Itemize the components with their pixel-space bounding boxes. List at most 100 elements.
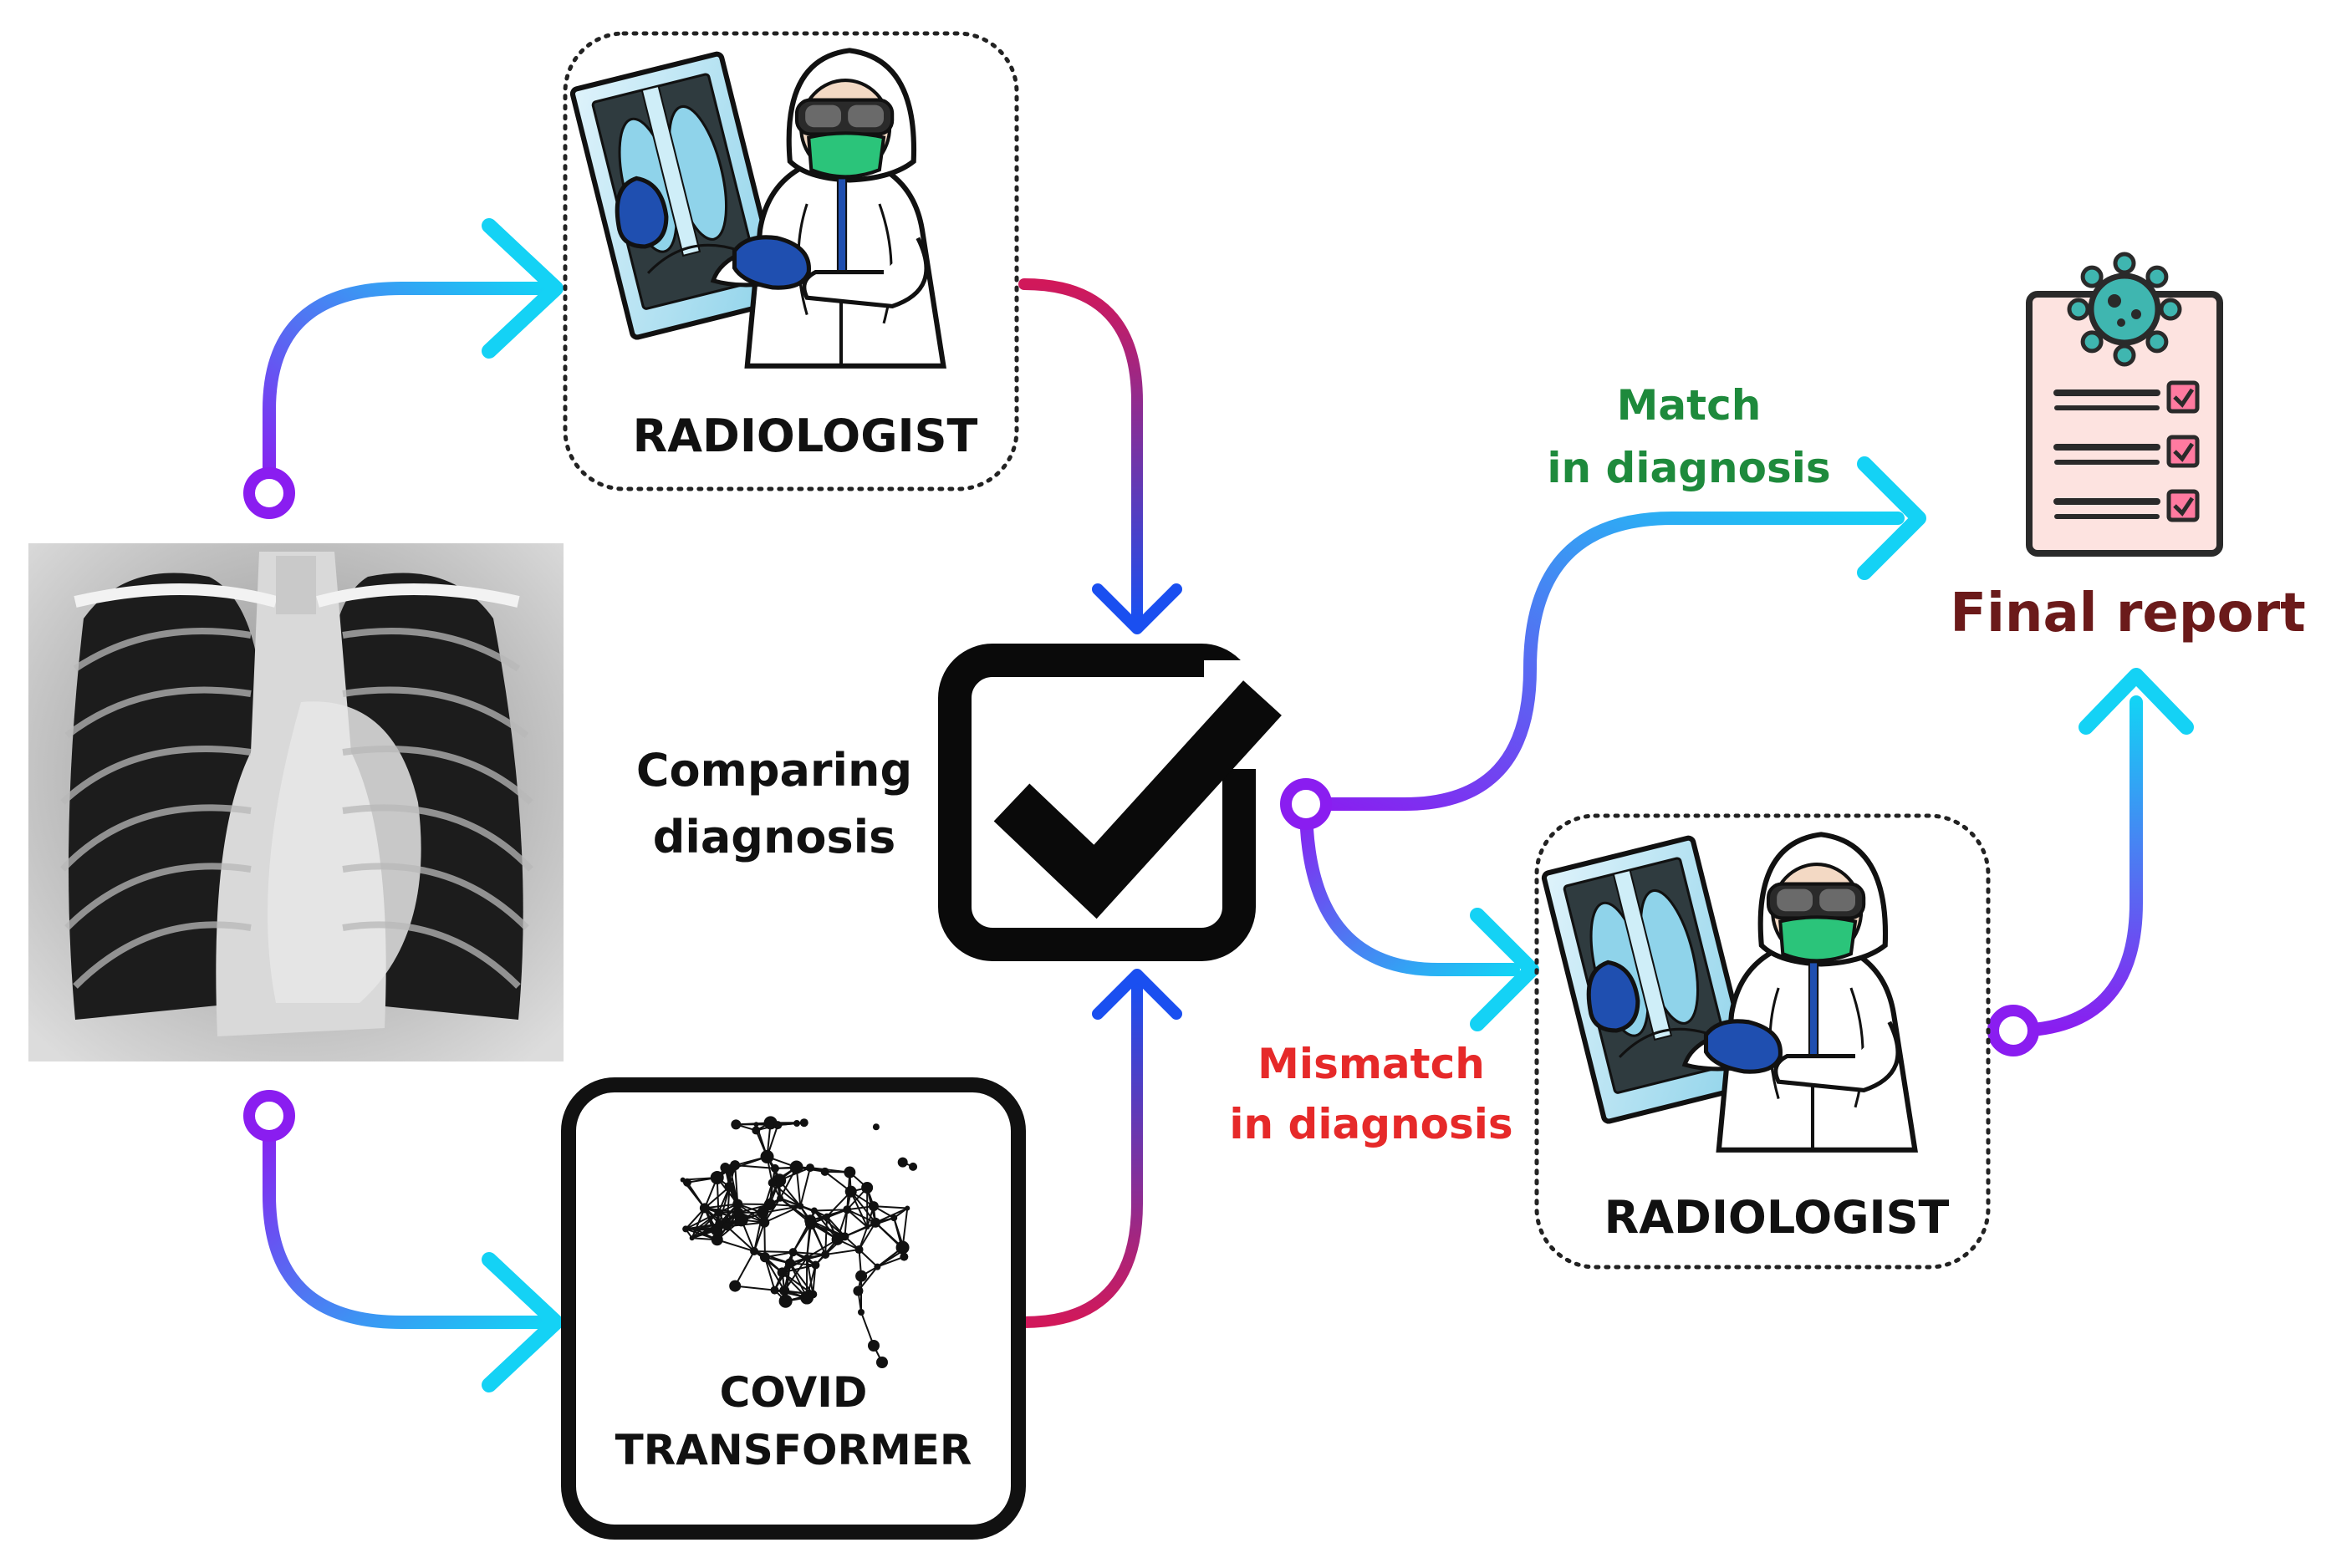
network-node bbox=[905, 1205, 910, 1211]
network-node bbox=[831, 1233, 844, 1245]
network-edge bbox=[762, 1205, 801, 1214]
match-label-line1: Match bbox=[1617, 381, 1762, 430]
virus-spike-tip bbox=[2145, 265, 2169, 288]
network-edge bbox=[849, 1191, 869, 1228]
virus-spike-tip bbox=[2080, 265, 2104, 288]
virus-icon bbox=[2067, 252, 2182, 367]
network-node bbox=[715, 1219, 724, 1229]
network-node bbox=[722, 1222, 732, 1231]
network-edge bbox=[877, 1255, 905, 1268]
network-node bbox=[753, 1122, 759, 1128]
network-edge bbox=[846, 1209, 868, 1228]
network-edge bbox=[809, 1167, 850, 1173]
network-node bbox=[890, 1214, 898, 1222]
network-node bbox=[770, 1285, 779, 1295]
network-node bbox=[689, 1235, 695, 1241]
network-node bbox=[732, 1199, 743, 1209]
arrow-xray-to-radiologist bbox=[249, 218, 564, 513]
network-node bbox=[699, 1203, 710, 1214]
network-node bbox=[789, 1160, 803, 1174]
covid-transformer-node: COVID TRANSFORMER bbox=[561, 1077, 1026, 1540]
network-node bbox=[779, 1285, 790, 1296]
network-node bbox=[752, 1126, 761, 1135]
network-edge bbox=[875, 1207, 908, 1224]
network-node bbox=[682, 1225, 690, 1233]
network-edge bbox=[789, 1262, 814, 1296]
network-edge bbox=[799, 1167, 811, 1207]
network-edge bbox=[734, 1250, 755, 1287]
network-node bbox=[854, 1245, 864, 1255]
network-edge bbox=[753, 1222, 766, 1252]
network-node bbox=[793, 1119, 801, 1127]
network-node bbox=[797, 1203, 804, 1210]
virus-spike-tip bbox=[2067, 298, 2090, 321]
network-node bbox=[759, 1252, 770, 1263]
final-report-node: Final report bbox=[1950, 252, 2306, 644]
network-edge bbox=[695, 1211, 719, 1230]
network-node bbox=[868, 1201, 879, 1212]
network-edge bbox=[734, 1165, 739, 1204]
network-edge bbox=[858, 1222, 876, 1250]
arrow-match-to-final-report bbox=[1299, 456, 1926, 811]
network-node bbox=[693, 1227, 699, 1233]
radiologist-top-node: RADIOLOGIST bbox=[563, 31, 1019, 491]
arrow-radiologist-to-final-report bbox=[1993, 668, 2194, 1051]
network-node bbox=[872, 1123, 880, 1131]
clipboard-report-icon bbox=[2026, 291, 2223, 557]
network-edge bbox=[858, 1249, 879, 1268]
network-edge bbox=[826, 1215, 846, 1238]
checkbox-check-icon bbox=[938, 644, 1282, 961]
covid-transformer-label-line2: TRANSFORMER bbox=[615, 1426, 972, 1474]
network-node bbox=[870, 1217, 881, 1228]
radiologist-right-node: RADIOLOGIST bbox=[1534, 813, 1991, 1270]
mismatch-label-line1: Mismatch bbox=[1257, 1040, 1485, 1088]
network-node bbox=[757, 1207, 769, 1219]
network-edge bbox=[779, 1197, 801, 1208]
virus-spike-tip bbox=[2113, 344, 2136, 367]
match-label-line2: in diagnosis bbox=[1547, 444, 1830, 492]
network-node bbox=[730, 1160, 741, 1171]
neural-network-brain-icon bbox=[680, 1116, 918, 1368]
network-node bbox=[714, 1208, 723, 1217]
network-node bbox=[824, 1213, 831, 1220]
virus-spike-tip bbox=[2080, 330, 2104, 354]
virus-spike-tip bbox=[2113, 252, 2136, 275]
network-node bbox=[803, 1254, 811, 1261]
network-edge bbox=[860, 1311, 875, 1347]
network-node bbox=[711, 1234, 723, 1246]
network-edge bbox=[793, 1251, 826, 1255]
network-node bbox=[853, 1285, 864, 1296]
network-edge bbox=[685, 1211, 719, 1230]
network-edge bbox=[754, 1250, 793, 1254]
final-report-label: Final report bbox=[1950, 583, 2306, 644]
radiologist-right-label: RADIOLOGIST bbox=[1604, 1191, 1950, 1244]
network-node bbox=[861, 1181, 874, 1194]
network-node bbox=[799, 1118, 808, 1128]
network-edge bbox=[812, 1265, 817, 1295]
network-edge bbox=[846, 1209, 876, 1224]
mismatch-label: Mismatch in diagnosis bbox=[1229, 1040, 1512, 1148]
network-node bbox=[724, 1181, 735, 1192]
network-node bbox=[760, 1149, 774, 1163]
network-edge bbox=[782, 1271, 814, 1296]
virus-spike-tip bbox=[2145, 330, 2169, 354]
network-node bbox=[868, 1340, 880, 1352]
network-edge bbox=[764, 1256, 776, 1291]
compare-label-line2: diagnosis bbox=[653, 811, 896, 863]
network-node bbox=[720, 1163, 731, 1173]
network-node bbox=[777, 1267, 788, 1278]
network-node bbox=[804, 1214, 817, 1227]
network-node bbox=[895, 1240, 910, 1255]
compare-label-line1: Comparing bbox=[636, 744, 912, 797]
network-edge bbox=[806, 1257, 814, 1295]
network-edge bbox=[763, 1205, 801, 1224]
network-node bbox=[759, 1217, 770, 1228]
network-node bbox=[897, 1157, 908, 1168]
network-node bbox=[820, 1167, 829, 1176]
network-node bbox=[784, 1258, 795, 1269]
compare-node: Comparing diagnosis bbox=[636, 644, 1282, 961]
network-node bbox=[900, 1252, 909, 1261]
network-node bbox=[855, 1270, 868, 1282]
network-node bbox=[731, 1119, 742, 1130]
network-node bbox=[805, 1163, 814, 1173]
